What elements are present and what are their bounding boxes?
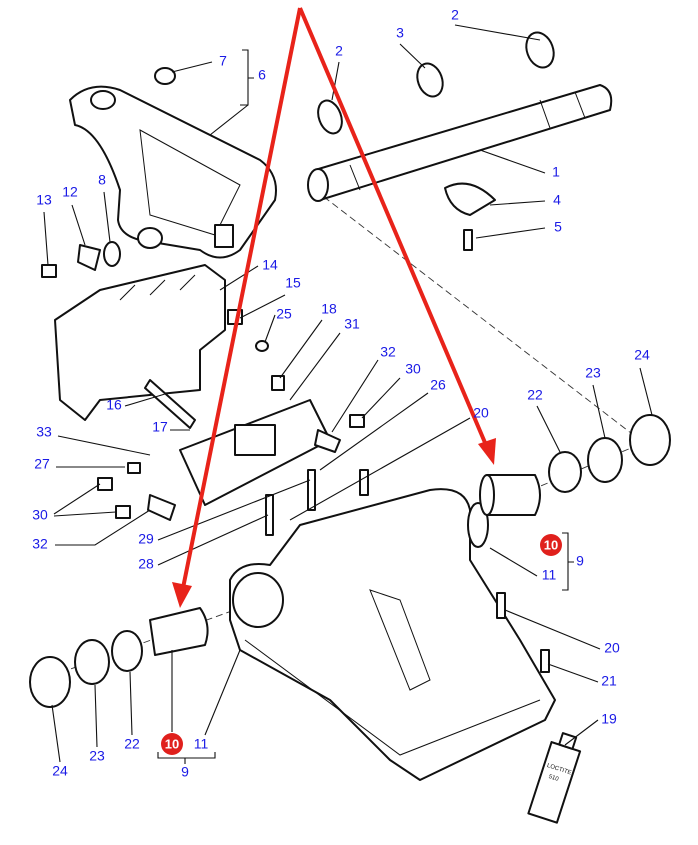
bolt-18 [271,375,285,391]
bolt-20b [496,592,506,619]
callout-label: 23 [89,748,105,764]
ring-23-left [74,639,110,685]
callout-label: 21 [601,673,617,689]
ring-22 [548,451,582,493]
callout-label: 7 [219,53,227,69]
callout-labels: 7 6 2 3 2 1 4 5 13 12 8 14 15 25 18 31 1… [32,7,650,780]
callout-label: 28 [138,556,154,572]
circlip [416,62,444,98]
clamp-32b [314,429,341,453]
clip [234,424,276,456]
highlight-label: 10 [544,537,558,552]
pin-16 [144,379,196,429]
callout-label: 2 [335,43,343,59]
callout-label: 2 [451,7,459,23]
bolt-27 [127,462,141,474]
callout-label: 9 [181,764,189,780]
highlight-badge [161,733,183,755]
bushing-10-left [149,607,209,656]
bracket [54,264,226,421]
callout-label: 6 [258,67,266,83]
axis-line [314,189,641,441]
circlip [317,99,343,135]
ring-23 [587,437,623,483]
callout-label: 3 [396,25,404,41]
stud-26 [307,469,316,511]
callout-label: 13 [36,192,52,208]
nut-25 [255,340,269,352]
callout-label: 11 [194,736,209,752]
circlip [525,31,555,69]
callout-label: 23 [585,365,601,381]
highlight-callout: 10 [161,733,183,755]
callout-label: 5 [554,219,562,235]
arrowhead-left [172,582,192,608]
bolt-21 [540,649,550,673]
callout-label: 12 [62,184,78,200]
housing [229,488,556,781]
highlight-arrows [172,7,496,608]
callout-label: 1 [552,164,560,180]
callout-label: 22 [527,387,543,403]
shaft [307,84,613,202]
callout-label: 14 [262,257,278,273]
bolt-30c [349,414,365,428]
bolt-30 [97,477,113,491]
callout-label: 26 [430,377,446,393]
plate-12 [77,244,101,271]
callout-label: 31 [344,316,360,332]
callout-label: 20 [473,405,489,421]
highlight-callout: 10 [540,534,562,556]
arrow-to-right-bushing [298,7,488,446]
callout-label: 30 [32,507,48,523]
leader-lines [43,24,653,764]
half-bush [444,182,496,216]
callout-label: 29 [138,531,154,547]
callout-label: 17 [152,419,168,435]
bolt-30b [115,505,131,519]
callout-label: 19 [601,711,617,727]
callout-label: 18 [321,301,337,317]
callout-label: 8 [98,172,106,188]
bolt-5 [463,229,473,251]
callout-label: 25 [276,306,292,322]
callout-label: 16 [106,397,122,413]
callout-label: 32 [380,344,396,360]
tube-label: 510 [548,774,560,783]
callout-label: 33 [36,424,52,440]
loctite-tube: LOCTITE 510 [527,732,582,824]
callout-label: 24 [634,347,650,363]
bolt-20 [359,469,369,496]
callout-label: 11 [542,567,557,583]
arrowhead-right [478,438,496,465]
callout-label: 15 [285,275,301,291]
bushing-10-right-end [479,474,495,516]
callout-label: 32 [32,536,48,552]
bush-7 [154,67,176,85]
callout-label: 22 [124,736,140,752]
stud-28 [265,494,274,536]
seal-24 [629,414,671,466]
callout-label: 24 [52,763,68,779]
highlight-badge [540,534,562,556]
bushing-10-right [486,474,541,516]
callout-label: 9 [576,553,584,569]
highlight-label: 10 [165,736,179,751]
washer-8 [103,241,121,267]
arrow-to-left-bushing [181,7,302,589]
callout-label: 20 [604,640,620,656]
ring-22-left [111,630,143,672]
callout-label: 27 [34,456,50,472]
clamp-32 [147,494,176,521]
bolt-13 [41,264,57,278]
callout-label: 30 [405,361,421,377]
lever-arm [69,85,277,259]
callout-label: 4 [553,192,561,208]
seal-24-left [29,656,71,708]
